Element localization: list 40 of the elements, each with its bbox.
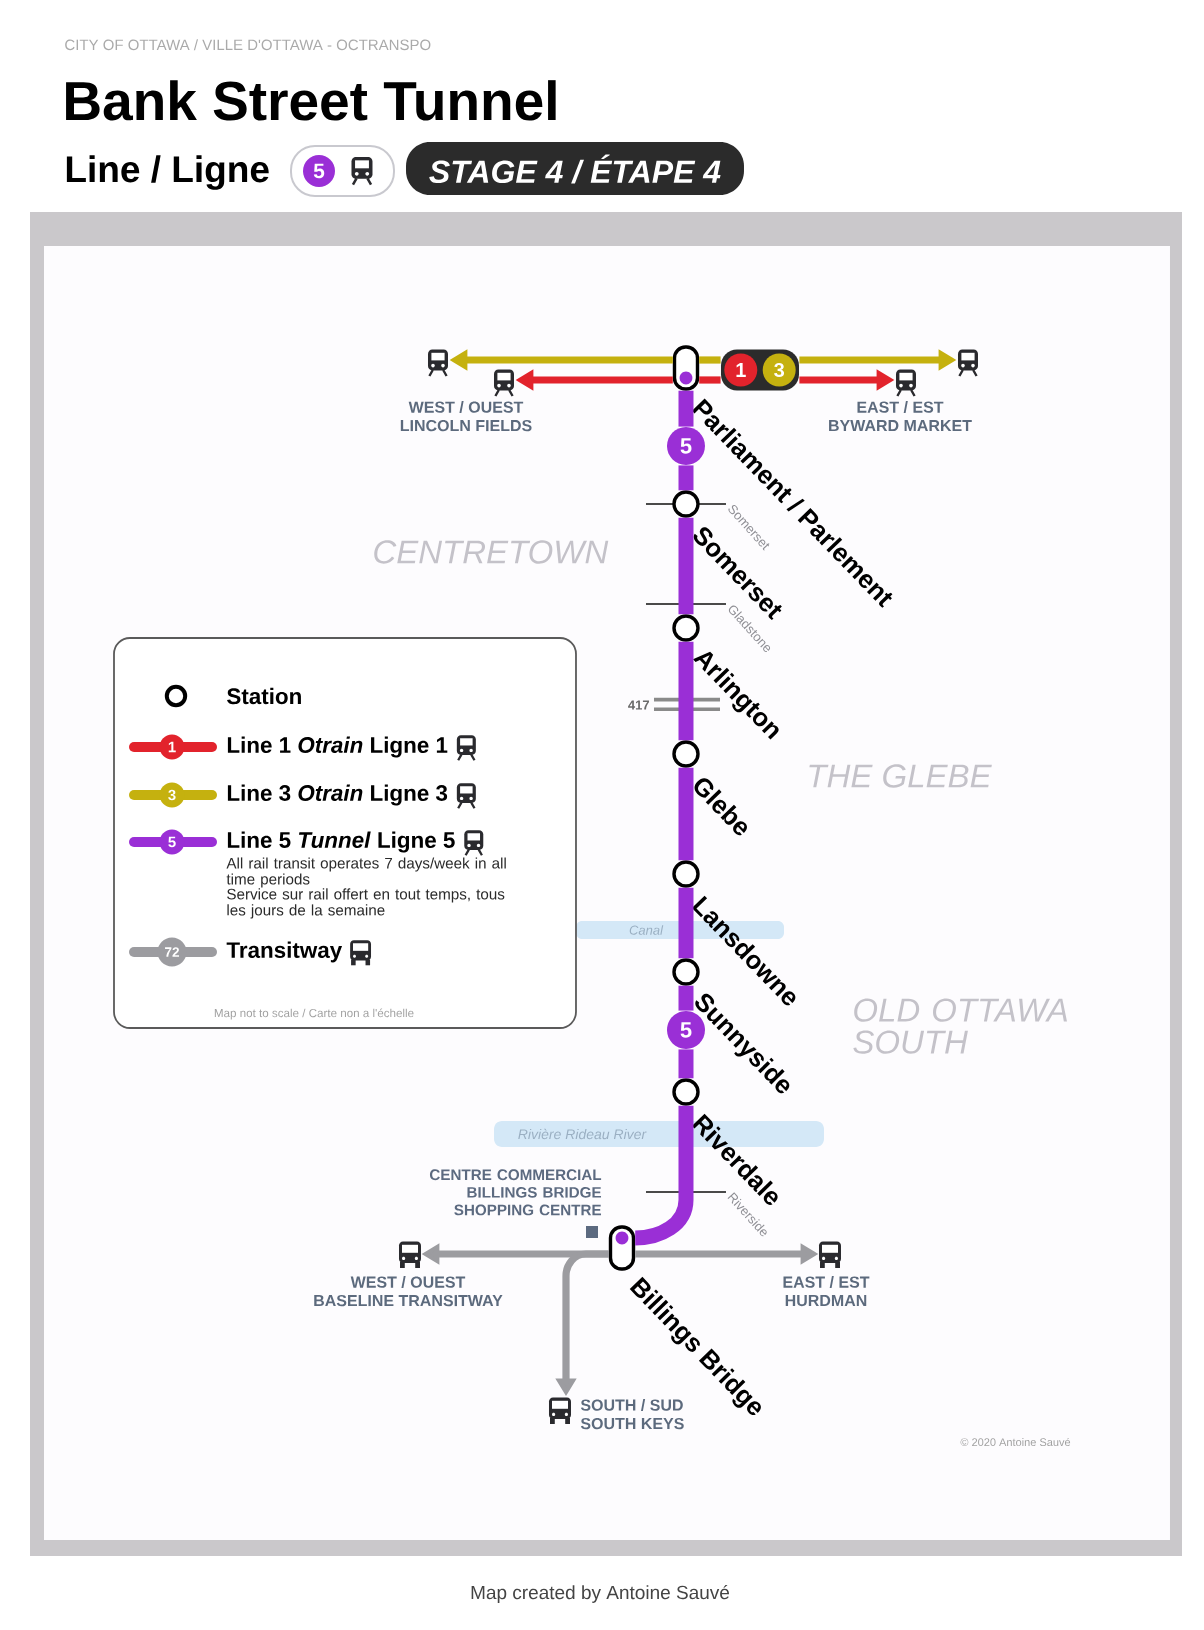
subtitle: Line / Ligne	[66, 155, 269, 190]
destination-name: BASELINE TRANSITWAY	[314, 1294, 503, 1307]
route-line	[678, 641, 694, 741]
direction-text: SOUTH / SUD	[580, 1399, 683, 1411]
direction-text: EAST / EST	[783, 1276, 870, 1288]
route-line	[678, 985, 694, 1011]
direction-text: EAST / EST	[857, 401, 944, 413]
train-icon	[958, 349, 978, 378]
legend-text: Line 1 Otrain Ligne 1	[227, 736, 448, 758]
title: Bank Street Tunnel	[66, 80, 556, 121]
line-badge: 3	[762, 353, 796, 387]
destination-name: HURDMAN	[785, 1295, 867, 1307]
area-label: THE GLEBE	[809, 764, 992, 788]
route-line	[699, 376, 721, 384]
line-badge: 5	[667, 1011, 705, 1049]
route-line	[678, 517, 694, 615]
route-line	[678, 887, 694, 959]
caption: Map created by Antoine Sauvé	[471, 1585, 729, 1603]
area-label: OLD OTTAWA SOUTH	[853, 998, 1067, 1054]
legend-text: Transitway	[226, 941, 343, 963]
legend-text: Station	[227, 687, 301, 705]
destination-name: LINCOLN FIELDS	[400, 419, 532, 432]
legend-text: Line 5 Tunnel Ligne 5	[227, 831, 455, 853]
line-badge: 5	[290, 145, 395, 197]
line-badge: 5	[667, 427, 705, 465]
route-line	[678, 1049, 694, 1079]
route-line	[678, 465, 694, 491]
line-badge: 1	[724, 353, 758, 387]
destination-name: BYWARD MARKET	[829, 420, 972, 432]
direction-text: WEST / OUEST	[350, 1276, 466, 1288]
route-line	[678, 390, 694, 427]
destination-name: SOUTH KEYS	[580, 1417, 684, 1430]
route-line	[678, 767, 694, 861]
direction-text: WEST / OUEST	[408, 401, 524, 413]
stage-badge: STAGE 4 / ÉTAPE 4	[406, 142, 744, 195]
route-line	[699, 356, 721, 364]
area-label: CENTRETOWN	[374, 540, 609, 564]
train-icon	[428, 349, 448, 378]
legend-text: Line 3 Otrain Ligne 3	[227, 784, 448, 806]
route-line	[634, 1105, 694, 1246]
